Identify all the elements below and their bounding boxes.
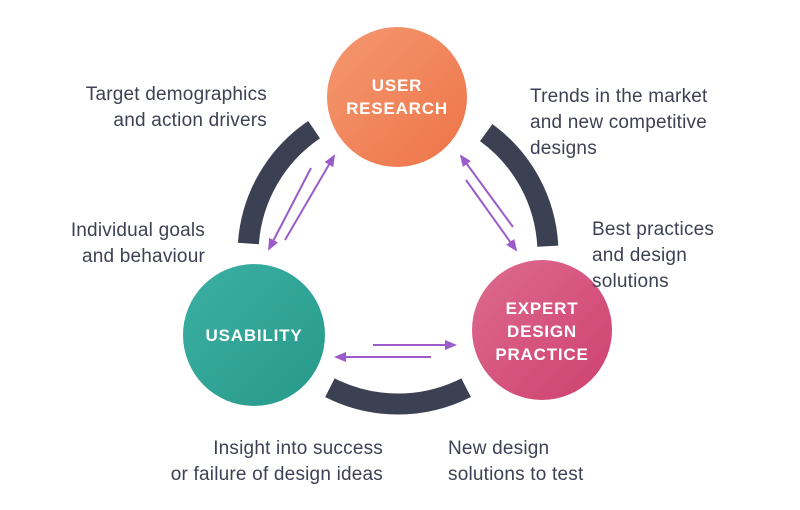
node-label-line: USER — [371, 76, 423, 95]
node-circle-usability — [183, 264, 325, 406]
cycle-arc-left — [237, 121, 321, 245]
label-line: and new competitive — [530, 112, 708, 133]
label-best-practices: Best practices and design solutions — [592, 217, 772, 295]
arrow-usability-to-user-research — [284, 154, 336, 241]
node-label-usability: USABILITY — [174, 324, 334, 347]
arrow-expert-to-user-research — [459, 154, 514, 228]
label-individual-goals: Individual goals and behaviour — [5, 218, 205, 270]
arrow-user-research-to-usability — [268, 167, 312, 251]
label-line: solutions to test — [448, 464, 584, 485]
label-line: Insight into success — [213, 438, 383, 459]
cycle-arc-bottom — [325, 378, 471, 415]
label-line: Individual goals — [70, 220, 205, 241]
label-line: solutions — [592, 271, 669, 292]
node-label-line: RESEARCH — [346, 99, 448, 118]
label-line: and design — [592, 245, 687, 266]
label-insight: Insight into success or failure of desig… — [123, 436, 383, 488]
node-label-line: EXPERT — [505, 299, 579, 318]
arrow-user-research-to-expert — [465, 179, 518, 252]
label-line: or failure of design ideas — [170, 464, 383, 485]
label-new-design-solutions: New design solutions to test — [448, 436, 668, 488]
label-line: Best practices — [592, 219, 715, 240]
node-circle-user-research — [327, 27, 467, 167]
label-line: New design — [448, 438, 550, 459]
label-line: Trends in the market — [530, 86, 708, 107]
node-label-line: DESIGN — [507, 322, 577, 341]
node-label-expert-design-practice: EXPERT DESIGN PRACTICE — [462, 297, 622, 366]
cycle-arc-right — [479, 124, 559, 247]
label-line: Target demographics — [85, 84, 267, 105]
label-line: designs — [530, 138, 597, 159]
label-target-demographics: Target demographics and action drivers — [27, 82, 267, 134]
node-circle-expert-design-practice — [472, 260, 612, 400]
node-label-line: USABILITY — [205, 326, 303, 345]
node-label-line: PRACTICE — [495, 345, 589, 364]
label-line: and behaviour — [81, 246, 205, 267]
label-line: and action drivers — [113, 110, 267, 131]
node-label-user-research: USER RESEARCH — [317, 74, 477, 120]
label-trends: Trends in the market and new competitive… — [530, 84, 750, 162]
